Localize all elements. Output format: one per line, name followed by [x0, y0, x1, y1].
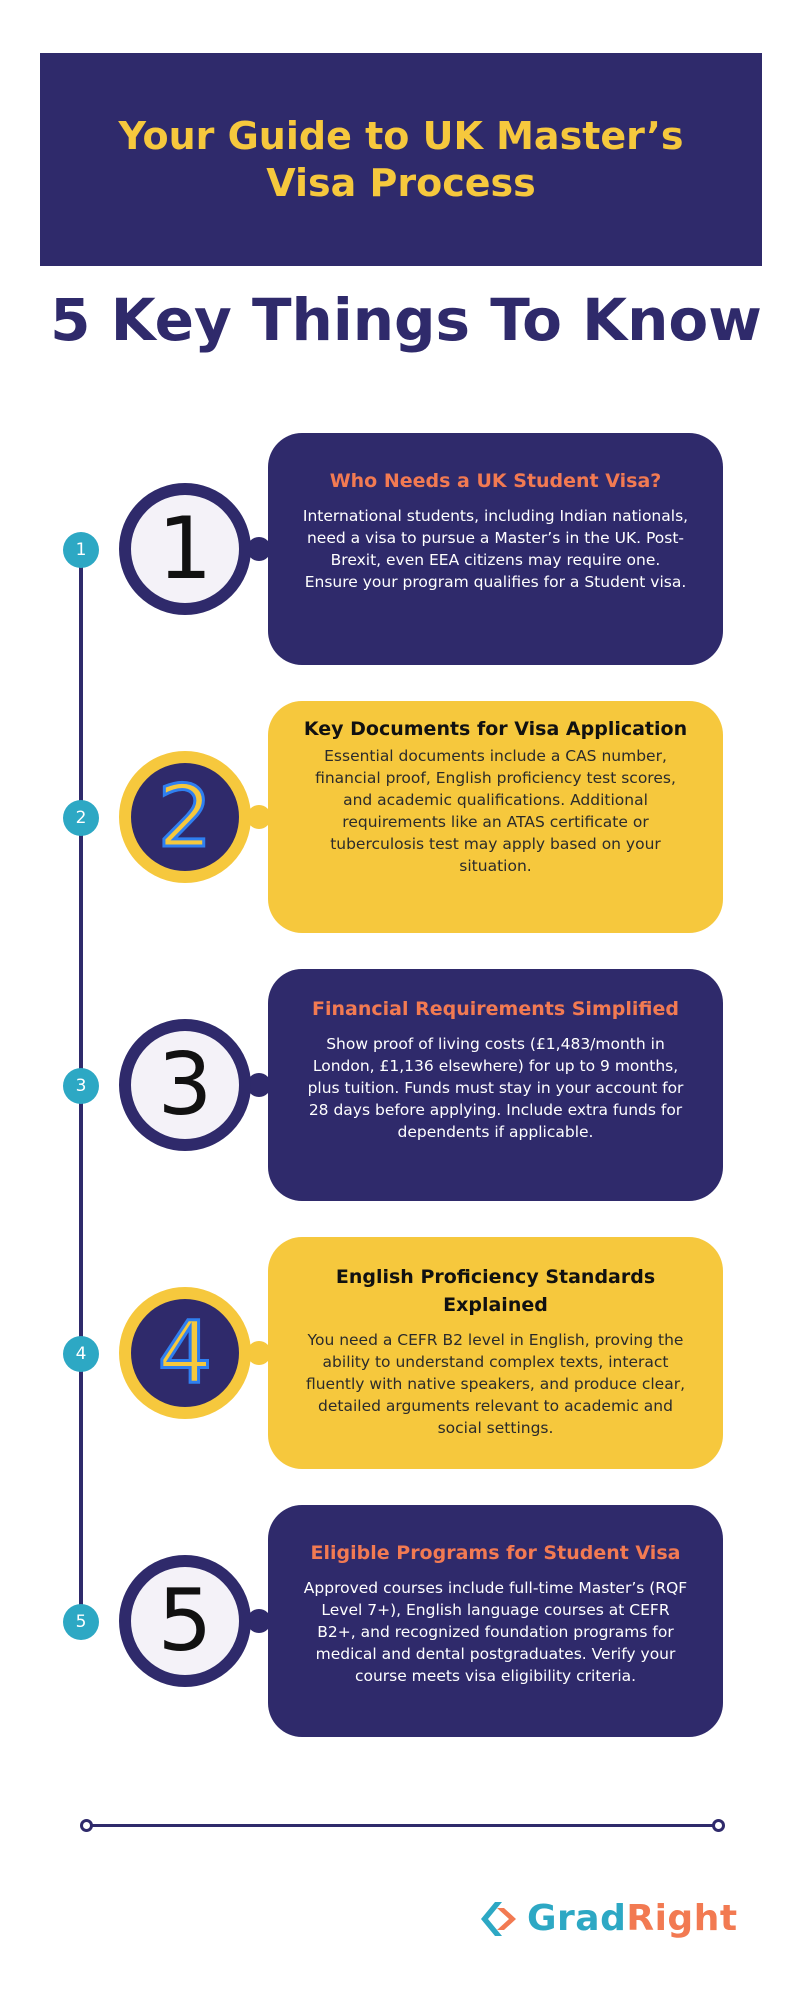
step-body-3: Show proof of living costs (£1,483/month… [307, 1035, 684, 1141]
step-number-circle-1: 1 [119, 483, 251, 615]
step-connector-4 [247, 1341, 271, 1365]
step-title-5: Eligible Programs for Student Visa [310, 1542, 681, 1564]
gradright-chevron-icon [481, 1902, 516, 1936]
logo-text-grad: Grad [527, 1898, 627, 1939]
step-body-2: Essential documents include a CAS number… [315, 747, 676, 875]
step-number-3: 3 [157, 1035, 213, 1135]
step-card-2: Key Documents for Visa Application Essen… [268, 701, 723, 933]
step-connector-3 [247, 1073, 271, 1097]
step-number-5: 5 [157, 1571, 213, 1671]
step-card-3: Financial Requirements Simplified Show p… [268, 969, 723, 1201]
step-connector-1 [247, 537, 271, 561]
page-title: Your Guide to UK Master’s Visa Process [118, 113, 684, 205]
step-dot-5: 5 [63, 1604, 99, 1640]
footer-divider-left-end [80, 1819, 93, 1832]
step-dot-3: 3 [63, 1068, 99, 1104]
page-subtitle: 5 Key Things To Know [50, 286, 762, 354]
step-number-1: 1 [157, 499, 213, 599]
step-number-circle-4: 4 [119, 1287, 251, 1419]
gradright-logo: GradRight [475, 1893, 738, 1945]
step-card-4: English Proficiency Standards Explained … [268, 1237, 723, 1469]
logo-text: GradRight [527, 1893, 738, 1945]
step-number-4: 4 [156, 1303, 214, 1403]
step-title-4: English Proficiency Standards Explained [335, 1266, 656, 1316]
step-body-1: International students, including Indian… [302, 507, 689, 591]
step-connector-5 [247, 1609, 271, 1633]
step-card-1: Who Needs a UK Student Visa? Internation… [268, 433, 723, 665]
footer-divider [86, 1824, 714, 1827]
step-number-2: 2 [156, 767, 214, 867]
step-number-circle-5: 5 [119, 1555, 251, 1687]
step-body-5: Approved courses include full-time Maste… [303, 1579, 688, 1685]
step-dot-4: 4 [63, 1336, 99, 1372]
step-card-5: Eligible Programs for Student Visa Appro… [268, 1505, 723, 1737]
step-number-circle-3: 3 [119, 1019, 251, 1151]
step-dot-2: 2 [63, 800, 99, 836]
step-title-2: Key Documents for Visa Application [303, 718, 688, 740]
logo-text-right: Right [626, 1898, 738, 1939]
step-body-4: You need a CEFR B2 level in English, pro… [305, 1331, 686, 1437]
header-banner: Your Guide to UK Master’s Visa Process [40, 53, 762, 266]
step-number-circle-2: 2 [119, 751, 251, 883]
step-dot-1: 1 [63, 532, 99, 568]
step-connector-2 [247, 805, 271, 829]
step-title-1: Who Needs a UK Student Visa? [329, 470, 662, 492]
footer-divider-right-end [712, 1819, 725, 1832]
step-title-3: Financial Requirements Simplified [312, 998, 679, 1020]
